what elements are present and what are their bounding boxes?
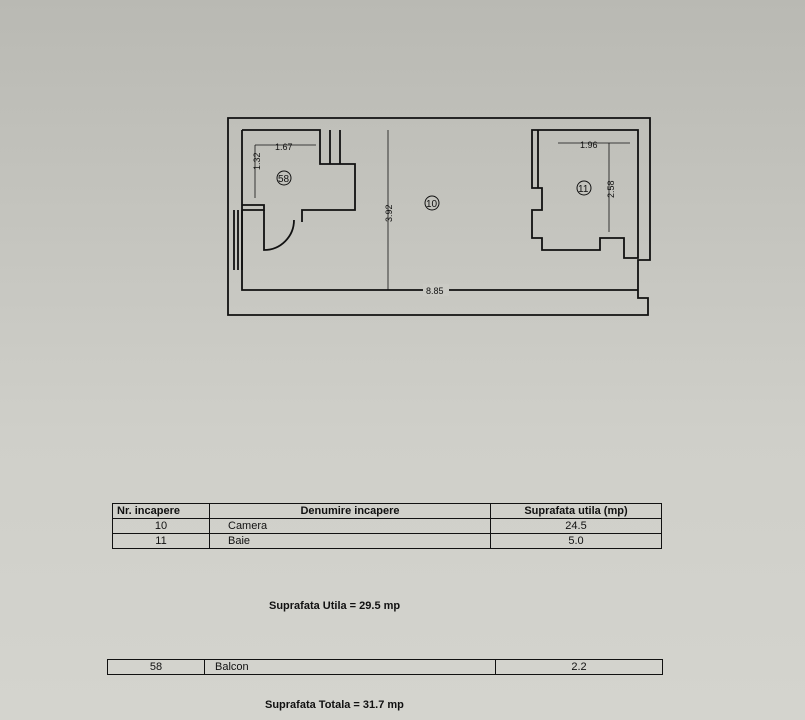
- balcon-table: 58 Balcon 2.2: [107, 659, 663, 675]
- dim-132: 1.32: [252, 152, 262, 170]
- table-row: 58 Balcon 2.2: [107, 659, 663, 675]
- room-no-balcony: 58: [278, 174, 290, 185]
- table-row: 11 Baie 5.0: [112, 533, 662, 549]
- row-area: 5.0: [490, 533, 662, 549]
- rooms-table: Nr. incapere Denumire incapere Suprafata…: [112, 503, 662, 549]
- balcony-marker: [276, 170, 292, 186]
- dim-167: 1.67: [275, 142, 293, 152]
- outer-wall: [227, 117, 651, 316]
- suprafata-utila: Suprafata Utila = 29.5 mp: [269, 600, 401, 612]
- room-marker-main: [424, 195, 440, 211]
- row-nr: 11: [112, 533, 210, 549]
- door-swing: [263, 210, 295, 251]
- door-frame: [242, 204, 265, 211]
- window: [233, 210, 239, 270]
- room-no-bath: 11: [578, 184, 589, 195]
- row-nr: 10: [112, 518, 210, 534]
- table-row: 10 Camera 24.5: [112, 518, 662, 534]
- balcon-name: Balcon: [204, 659, 496, 675]
- table-header-row: Nr. incapere Denumire incapere Suprafata…: [112, 503, 662, 519]
- dim-258: 2.58: [606, 180, 616, 198]
- row-area: 24.5: [490, 518, 662, 534]
- balcony-partition: [242, 129, 356, 222]
- floor-plan-drawing: 1.67 1.32 3.92 8.85 1.96 2.58 58 10 11: [227, 117, 651, 316]
- balcon-area: 2.2: [495, 659, 663, 675]
- room-no-main: 10: [426, 199, 438, 210]
- row-name: Camera: [209, 518, 491, 534]
- header-suprafata: Suprafata utila (mp): [490, 503, 662, 519]
- header-nr: Nr. incapere: [112, 503, 210, 519]
- bath-walls: [531, 129, 639, 259]
- balcon-nr: 58: [107, 659, 205, 675]
- suprafata-totala: Suprafata Totala = 31.7 mp: [265, 699, 404, 711]
- dim-392: 3.92: [384, 204, 394, 222]
- room-marker-bath: [576, 180, 592, 196]
- floor-plan: 1.67 1.32 3.92 8.85 1.96 2.58 58 10 11: [220, 110, 660, 325]
- dim-885: 8.85: [426, 286, 444, 296]
- header-denumire: Denumire incapere: [209, 503, 491, 519]
- dim-196: 1.96: [580, 140, 598, 150]
- row-name: Baie: [209, 533, 491, 549]
